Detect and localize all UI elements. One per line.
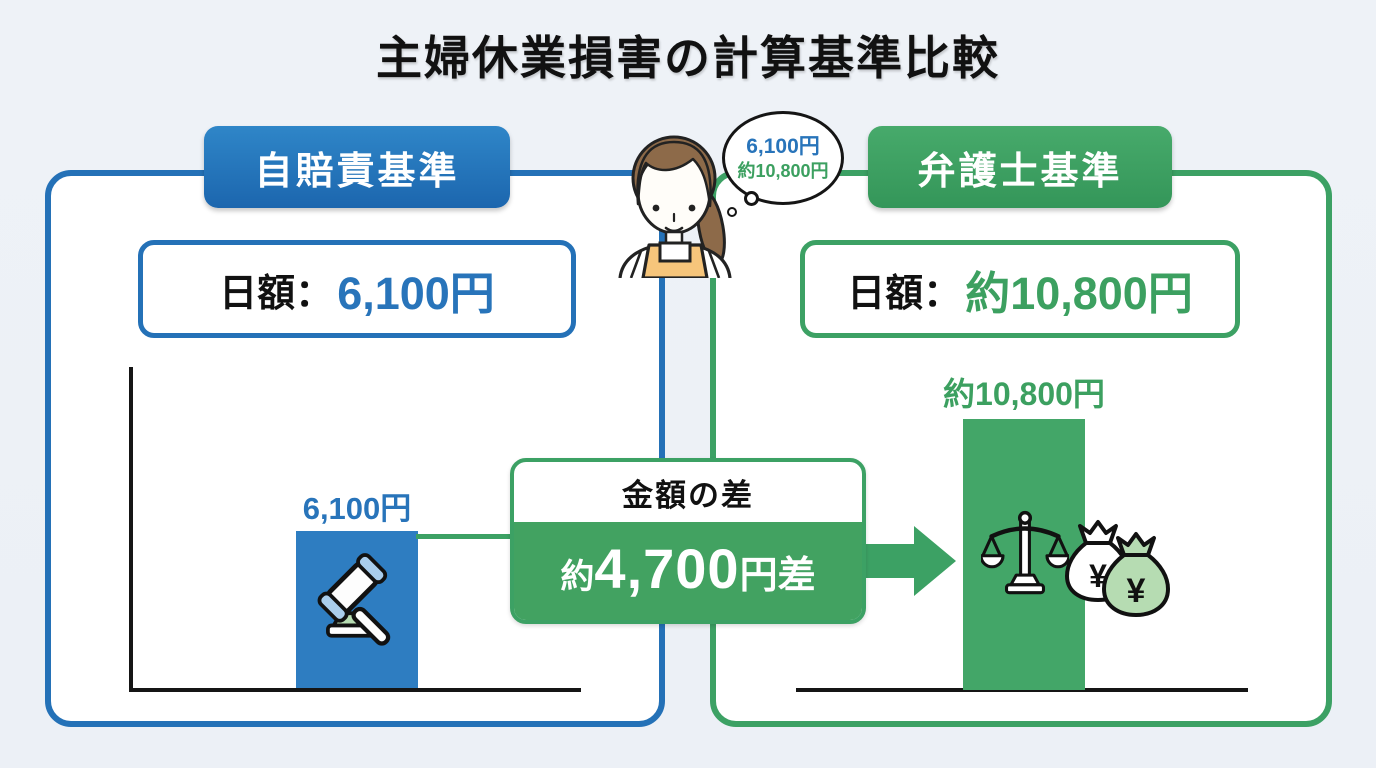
difference-value-suffix: 円差 bbox=[739, 555, 816, 597]
page-title: 主婦休業損害の計算基準比較 bbox=[376, 32, 1000, 84]
thought-bubble-dot-large bbox=[744, 191, 759, 206]
difference-card-value: 約 4,700 円差 bbox=[514, 522, 862, 620]
thought-bubble-line1: 6,100円 bbox=[746, 134, 820, 158]
thought-bubble-dot-small bbox=[727, 207, 737, 217]
difference-card: 金額の差 約 4,700 円差 bbox=[510, 458, 866, 624]
difference-connector-line bbox=[416, 534, 514, 539]
money-bag-front: ¥ bbox=[1101, 532, 1171, 618]
difference-card-title: 金額の差 bbox=[622, 477, 754, 513]
thought-bubble: 6,100円 約10,800円 bbox=[722, 111, 844, 205]
gavel-icon bbox=[317, 553, 391, 646]
bangs bbox=[636, 140, 712, 208]
left-chart-x-axis bbox=[129, 688, 581, 692]
difference-value-number: 4,700 bbox=[594, 537, 740, 600]
left-daily-amount-box: 日額： 6,100円 bbox=[138, 240, 576, 338]
arrow-right-icon bbox=[862, 526, 956, 596]
thought-bubble-line2: 約10,800円 bbox=[737, 160, 829, 181]
difference-value-prefix: 約 bbox=[560, 558, 595, 596]
left-bar-value-label: 6,100円 bbox=[302, 491, 412, 526]
left-eye bbox=[652, 204, 660, 212]
right-panel-header: 弁護士基準 bbox=[868, 126, 1172, 208]
right-bar-value-label: 約10,800円 bbox=[943, 376, 1105, 412]
left-chart-y-axis bbox=[129, 367, 133, 692]
yen-symbol-front: ¥ bbox=[1127, 572, 1146, 610]
right-daily-label: 日額： bbox=[847, 272, 962, 315]
apron-neckline bbox=[658, 241, 692, 263]
housewife-illustration bbox=[618, 135, 732, 278]
money-bags-icon: ¥ ¥ bbox=[1064, 520, 1171, 618]
right-daily-amount-box: 日額： 約10,800円 bbox=[800, 240, 1240, 338]
scales-icon bbox=[981, 510, 1069, 595]
right-daily-value: 約10,800円 bbox=[965, 267, 1193, 319]
left-daily-label: 日額： bbox=[219, 272, 334, 315]
left-daily-value: 6,100円 bbox=[337, 267, 495, 319]
left-panel-header: 自賠責基準 bbox=[204, 126, 510, 208]
right-eye bbox=[688, 204, 696, 212]
right-chart-x-axis bbox=[796, 688, 1248, 692]
arm-lines bbox=[629, 250, 721, 278]
